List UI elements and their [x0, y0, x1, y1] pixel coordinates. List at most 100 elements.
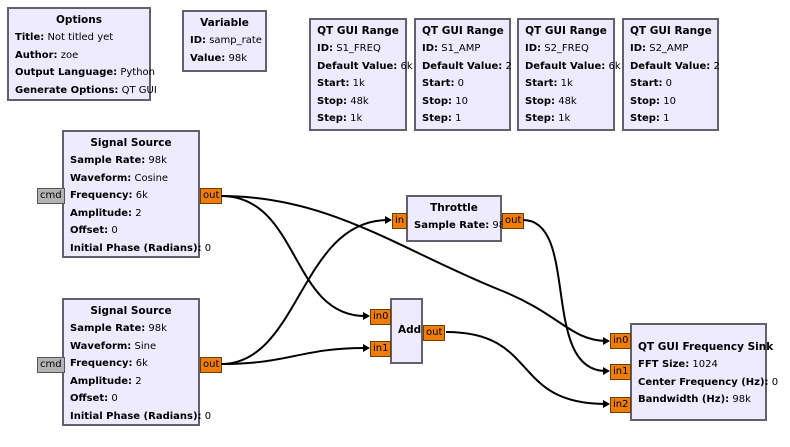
param-value: S1_AMP: [441, 43, 481, 54]
param-name: Initial Phase (Radians):: [70, 410, 202, 422]
param-name: Sample Rate:: [70, 323, 146, 334]
param-name: ID:: [525, 43, 542, 54]
throttle-in-port[interactable]: in: [392, 213, 408, 229]
param-row: Stop: 48k: [317, 93, 399, 111]
param-row: Stop: 10: [422, 93, 503, 111]
param-row: ID: S2_AMP: [630, 40, 711, 58]
param-row: Initial Phase (Radians): 0: [70, 240, 211, 258]
param-row: Start: 1k: [525, 75, 607, 93]
param-value: 2: [713, 60, 720, 72]
param-row: Default Value: 2: [630, 58, 720, 76]
throttle-out-port[interactable]: out: [502, 213, 525, 229]
param-value: 0: [111, 225, 118, 236]
param-row: Default Value: 2: [422, 58, 512, 76]
param-value: 48k: [558, 95, 577, 107]
param-value: Cosine: [134, 172, 169, 184]
param-value: 1k: [560, 78, 573, 89]
param-name: Amplitude:: [70, 207, 133, 219]
param-value: Python: [120, 67, 156, 78]
param-name: Default Value:: [422, 60, 503, 72]
param-row: Bandwidth (Hz): 98k: [638, 391, 759, 409]
param-row: Value: 98k: [190, 50, 259, 68]
param-value: 98k: [228, 52, 247, 64]
param-name: Amplitude:: [70, 375, 133, 387]
param-name: Default Value:: [525, 60, 606, 72]
param-name: Stop:: [630, 95, 661, 107]
wire-source2-to-throttle-in[interactable]: [220, 219, 389, 365]
block-title: QT GUI Range: [630, 25, 712, 37]
param-value: 48k: [350, 95, 369, 107]
param-row: Stop: 48k: [525, 93, 607, 111]
source2-cmd-port[interactable]: cmd: [37, 357, 65, 373]
param-row: Output Language: Python: [15, 64, 155, 82]
param-value: 6k: [608, 60, 621, 72]
param-row: FFT Size: 1024: [638, 356, 759, 374]
param-row: Start: 1k: [317, 75, 399, 93]
param-name: Step:: [525, 113, 555, 124]
add-block[interactable]: Add: [390, 298, 423, 364]
block-title: Signal Source: [90, 137, 172, 149]
block-title: QT GUI Range: [525, 25, 607, 37]
param-row: Step: 1k: [525, 110, 607, 128]
param-value: 2: [135, 207, 142, 219]
param-row: Waveform: Sine: [70, 338, 192, 356]
arrow-add-in0: [363, 312, 370, 320]
param-row: Sample Rate: 98k: [414, 217, 511, 235]
param-value: 10: [455, 95, 468, 107]
param-name: Frequency:: [70, 190, 133, 201]
wire-source1-to-add-in0[interactable]: [220, 195, 366, 317]
param-row: Step: 1: [630, 110, 711, 128]
block-title: Add: [398, 324, 422, 336]
param-name: Center Frequency (Hz):: [638, 376, 769, 388]
param-name: Frequency:: [70, 358, 133, 369]
arrow-sink-in0: [603, 337, 610, 345]
param-name: Default Value:: [630, 60, 711, 72]
param-value: Not titled yet: [47, 32, 114, 43]
wire-throttle-to-sink-in1[interactable]: [522, 219, 607, 372]
param-row: Initial Phase (Radians): 0: [70, 408, 211, 426]
param-name: Bandwidth (Hz):: [638, 394, 730, 405]
param-name: Stop:: [525, 95, 556, 107]
param-row: Offset: 0: [70, 390, 192, 408]
param-row: Generate Options: QT GUI: [15, 82, 157, 100]
param-value: 6k: [135, 358, 148, 369]
param-value: S2_FREQ: [544, 43, 589, 54]
param-name: FFT Size:: [638, 359, 690, 370]
param-value: 2: [135, 375, 142, 387]
wire-add-to-sink-in2[interactable]: [445, 331, 607, 405]
param-name: Start:: [317, 78, 350, 89]
source2-out-port[interactable]: out: [200, 357, 223, 373]
sink-in2-port[interactable]: in2: [610, 397, 632, 413]
param-row: Default Value: 6k: [317, 58, 413, 76]
add-out-port[interactable]: out: [423, 325, 446, 341]
param-name: ID:: [422, 43, 439, 54]
param-value: 98k: [148, 323, 167, 334]
param-row: Step: 1k: [317, 110, 399, 128]
param-value: 0: [771, 376, 779, 388]
block-title: Throttle: [430, 202, 478, 214]
add-in0-port[interactable]: in0: [370, 309, 392, 325]
param-value: 1k: [350, 113, 363, 124]
param-row: Offset: 0: [70, 222, 192, 240]
block-title: Options: [56, 14, 102, 26]
sink-in1-port[interactable]: in1: [610, 364, 632, 380]
param-row: Frequency: 6k: [70, 187, 192, 205]
param-value: 6k: [135, 190, 148, 201]
add-in1-port[interactable]: in1: [370, 341, 392, 357]
param-name: Title:: [15, 32, 45, 43]
source1-out-port[interactable]: out: [200, 188, 223, 204]
source1-cmd-port[interactable]: cmd: [37, 188, 65, 204]
sink-in0-port[interactable]: in0: [610, 333, 632, 349]
param-value: 2: [505, 60, 512, 72]
wire-source2-to-add-in1[interactable]: [220, 347, 366, 365]
